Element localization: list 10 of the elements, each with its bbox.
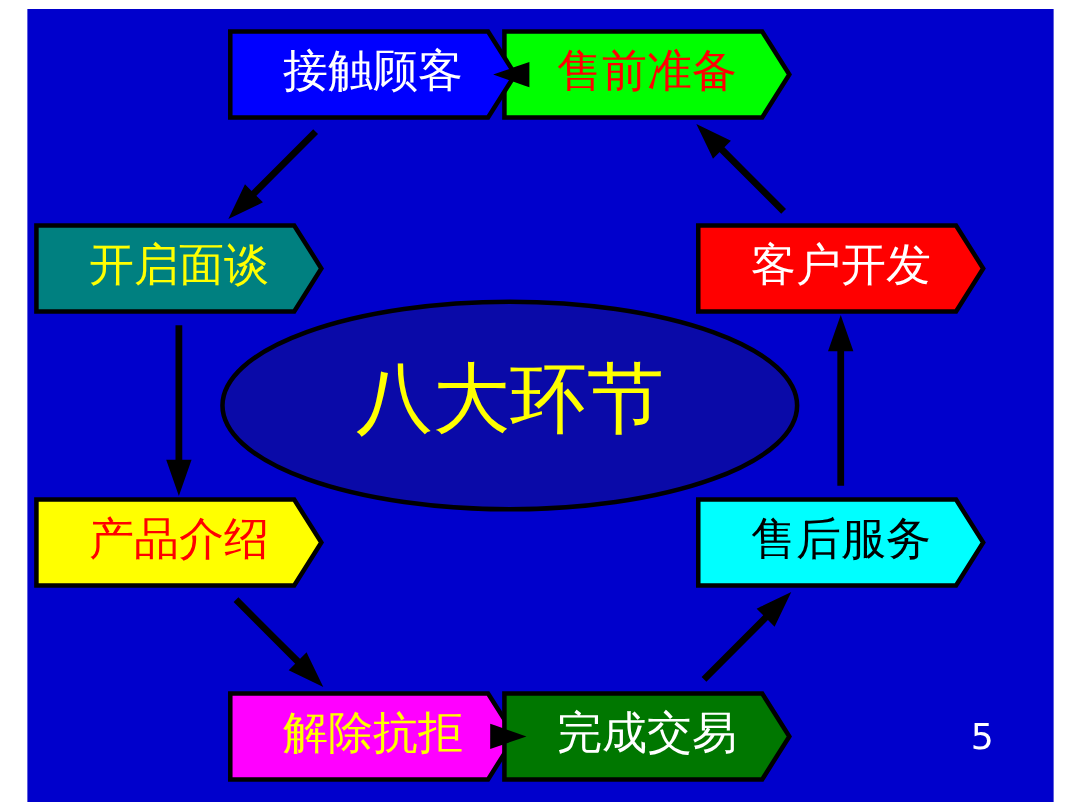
arrow (165, 324, 192, 496)
node-ellipse: 八大环节 (219, 298, 799, 512)
arrow (492, 61, 529, 87)
arrow (233, 596, 323, 687)
arrow (227, 128, 318, 219)
arrow (695, 123, 786, 214)
arrow (489, 723, 526, 749)
arrow (827, 314, 853, 486)
label: 5 (970, 714, 994, 758)
arrow (701, 591, 791, 682)
